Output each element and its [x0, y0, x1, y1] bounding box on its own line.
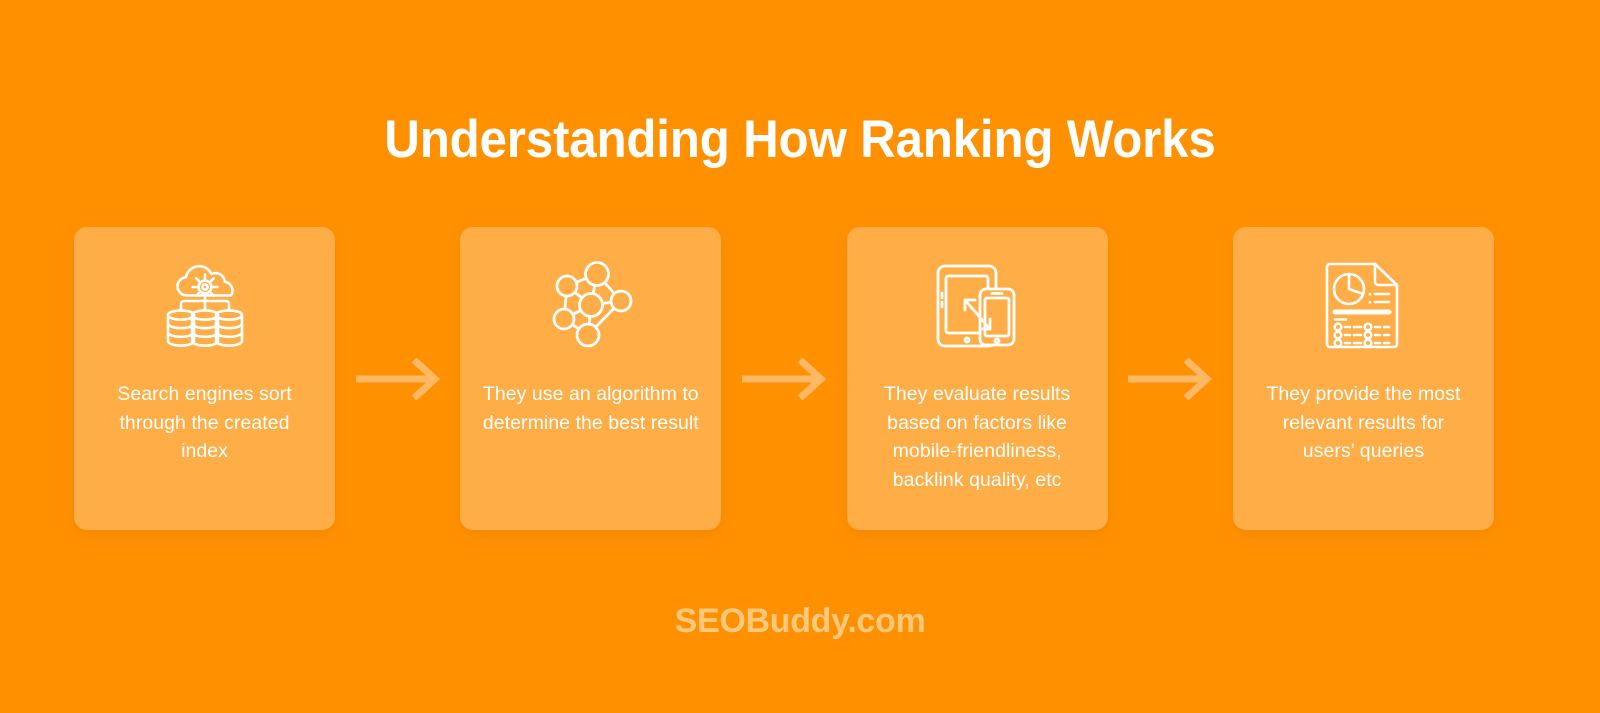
arrow-right-icon: [740, 227, 828, 530]
footer-container: SEOBuddy.com: [0, 600, 1600, 642]
neural-network-nodes-icon: [543, 260, 639, 352]
ranking-flow-row: Search engines sort through the created …: [74, 227, 1494, 530]
flow-step-text-2: They use an algorithm to determine the b…: [482, 383, 699, 434]
flow-step-text-4: They provide the most relevant results f…: [1266, 383, 1461, 462]
flow-step-card-3: They evaluate results based on factors l…: [846, 227, 1108, 530]
page-title: Understanding How Ranking Works: [384, 109, 1216, 169]
flow-step-card-4: They provide the most relevant results f…: [1232, 227, 1494, 530]
flow-step-card-2: They use an algorithm to determine the b…: [460, 227, 722, 530]
page-title-container: Understanding How Ranking Works: [0, 72, 1600, 207]
flow-step-text-1: Search engines sort through the created …: [117, 383, 292, 462]
report-document-chart-icon: [1315, 260, 1411, 352]
arrow-right-icon: [1126, 227, 1214, 530]
arrow-right-icon: [354, 227, 442, 530]
brand-watermark: SEOBuddy.com: [674, 602, 926, 640]
cloud-database-gear-icon: [157, 260, 253, 352]
flow-step-card-1: Search engines sort through the created …: [74, 227, 335, 530]
flow-step-text-3: They evaluate results based on factors l…: [883, 383, 1071, 491]
responsive-devices-icon: [929, 260, 1025, 352]
